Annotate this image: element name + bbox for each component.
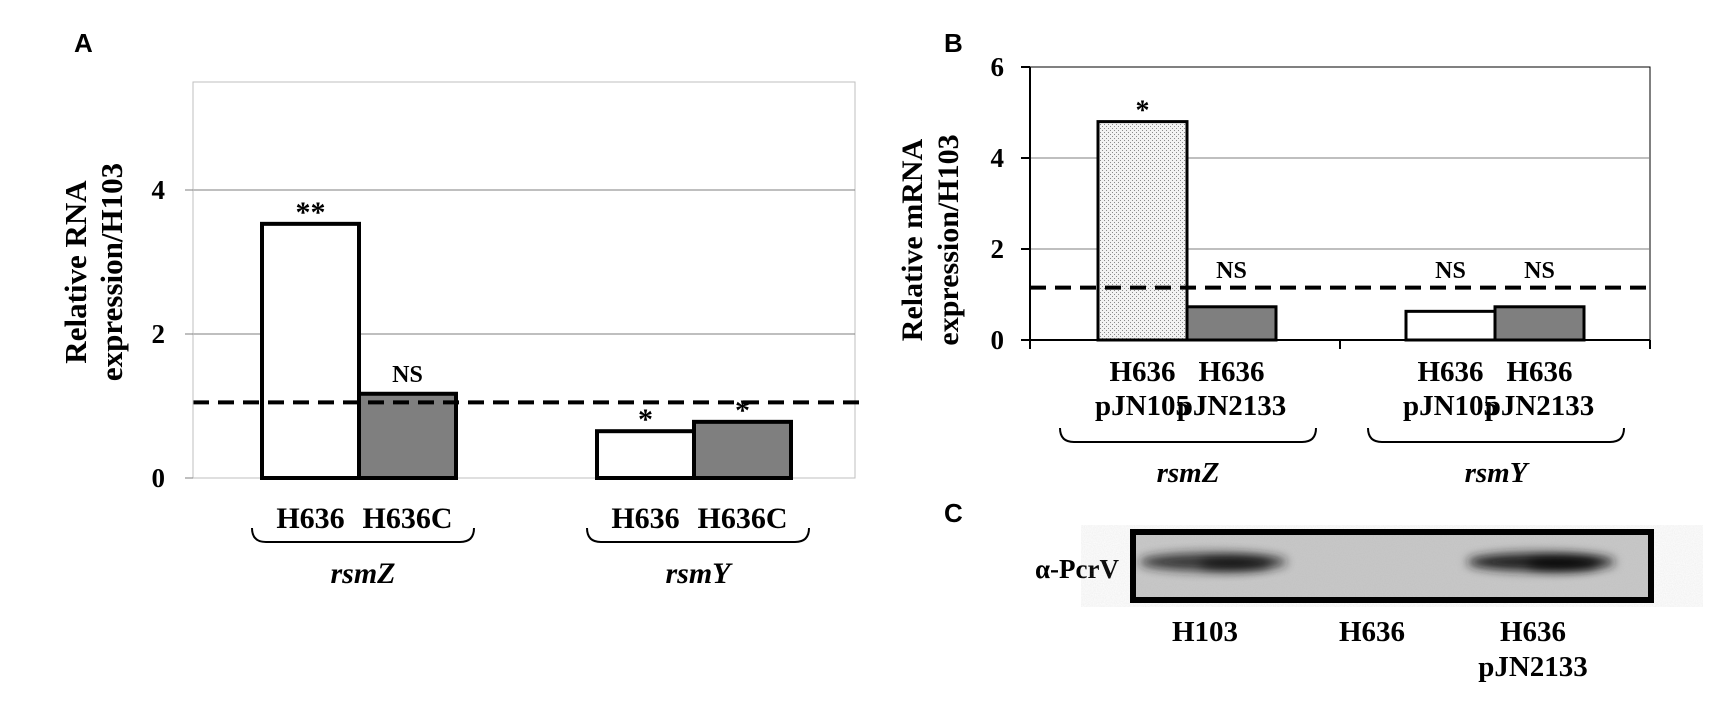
blot-lane-label-0-0: H103 <box>1172 616 1238 648</box>
blot-lane-label-2-0: H636 <box>1500 616 1566 648</box>
bars-a: **NS** <box>260 196 793 481</box>
y-tick-label-a-4: 4 <box>152 175 166 205</box>
x-tick-label-a-rsmZ-0: H636 <box>276 502 344 535</box>
y-axis-label-a-line1: Relative RNA <box>58 180 93 364</box>
y-tick-label-b-0: 0 <box>991 325 1005 355</box>
group-brace-b-rsmZ <box>1059 427 1317 443</box>
panel-label-b: B <box>944 28 963 58</box>
bar-a-rsmZ-1 <box>357 391 458 481</box>
x-labels-b: H636pJN105H636pJN2133rsmZH636pJN105H636p… <box>1059 356 1625 489</box>
sig-label-b-rsmY-0: NS <box>1435 258 1466 284</box>
y-tick-label-a-2: 2 <box>152 319 166 349</box>
x-tick-label-b-rsmY-1-1: pJN2133 <box>1485 390 1595 422</box>
x-tick-label-b-rsmY-0-1: pJN105 <box>1403 390 1498 422</box>
bar-b-rsmZ-0 <box>1096 120 1189 342</box>
panel-label-c: C <box>944 498 963 528</box>
group-brace-b-rsmY <box>1367 427 1625 443</box>
blot-bands <box>1139 553 1615 571</box>
sig-label-b-rsmZ-0: * <box>1136 96 1150 127</box>
x-tick-label-b-rsmZ-1-0: H636 <box>1198 356 1264 388</box>
group-label-a-rsmZ: rsmZ <box>330 557 395 590</box>
bar-a-rsmZ-0 <box>260 221 361 480</box>
blot-band-core-2 <box>1527 558 1599 570</box>
blot-band-core-0 <box>1199 558 1271 570</box>
x-tick-label-b-rsmY-1-0: H636 <box>1506 356 1572 388</box>
y-tick-label-a-0: 0 <box>152 463 166 493</box>
sig-label-a-rsmY-0: * <box>638 403 653 436</box>
bar-b-rsmY-0 <box>1404 309 1497 342</box>
x-labels-a: H636 H636C rsmZ H636 H636C rsmY <box>251 502 810 590</box>
sig-label-a-rsmY-1: * <box>735 394 750 427</box>
blot-antibody-label: α-PcrV <box>1035 554 1120 584</box>
bar-b-rsmZ-1 <box>1185 305 1278 342</box>
bar-b-rsmY-1 <box>1493 305 1586 342</box>
y-ticks-b: 0 2 4 6 <box>991 52 1651 355</box>
panel-label-a: A <box>74 28 93 58</box>
y-tick-label-b-4: 4 <box>991 143 1005 173</box>
group-brace-a-rsmY <box>586 527 810 543</box>
x-tick-label-b-rsmZ-1-1: pJN2133 <box>1177 390 1287 422</box>
y-ticks-a: 0 2 4 <box>152 82 194 493</box>
blot-lane-label-2-1: pJN2133 <box>1478 651 1588 683</box>
x-tick-label-a-rsmY-1: H636C <box>698 502 788 535</box>
x-tick-label-b-rsmZ-0-1: pJN105 <box>1095 390 1190 422</box>
y-axis-label-b-line1: Relative mRNA <box>896 138 929 341</box>
y-axis-label-b-line2: expression/H103 <box>932 134 965 345</box>
blot-lane-label-1-0: H636 <box>1339 616 1405 648</box>
x-tick-label-b-rsmY-0-0: H636 <box>1417 356 1483 388</box>
x-tick-label-b-rsmZ-0-0: H636 <box>1109 356 1175 388</box>
x-tick-label-a-rsmY-0: H636 <box>611 502 679 535</box>
bar-a-rsmY-1 <box>692 419 793 480</box>
sig-label-b-rsmY-1: NS <box>1524 258 1555 284</box>
group-label-a-rsmY: rsmY <box>665 557 733 590</box>
sig-label-a-rsmZ-1: NS <box>392 362 423 388</box>
y-axis-label-a-line2: expression/H103 <box>94 163 129 381</box>
bar-a-rsmY-0 <box>595 429 696 481</box>
group-brace-a-rsmZ <box>251 527 475 543</box>
sig-label-b-rsmZ-1: NS <box>1216 258 1247 284</box>
blot-frame <box>1130 529 1654 603</box>
sig-label-a-rsmZ-0: ** <box>296 196 326 229</box>
group-label-b-rsmZ: rsmZ <box>1157 457 1220 489</box>
x-tick-label-a-rsmZ-1: H636C <box>363 502 453 535</box>
bars-b: * NS NS NS <box>1096 96 1586 342</box>
y-tick-label-b-6: 6 <box>991 52 1005 82</box>
y-tick-label-b-2: 2 <box>991 234 1005 264</box>
group-label-b-rsmY: rsmY <box>1465 457 1530 489</box>
